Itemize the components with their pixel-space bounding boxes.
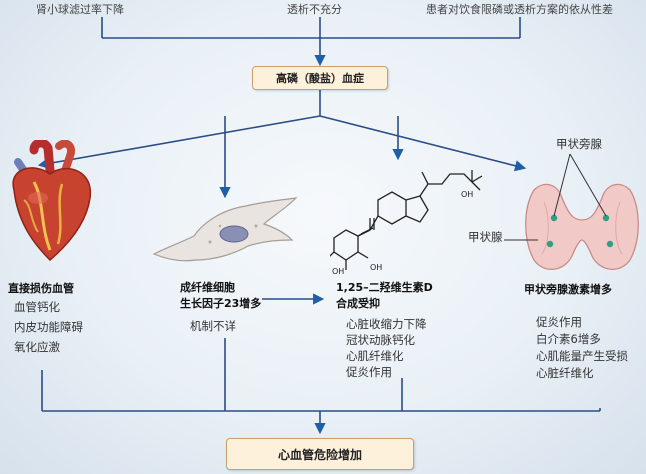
- parathyroid-gland-lr: [606, 240, 614, 248]
- fibroblast-note: 机制不详: [190, 319, 236, 333]
- cause-poor-adherence: 患者对饮食限磷或透析方案的依从性差: [426, 3, 613, 16]
- heart-illustration: [12, 140, 91, 262]
- oh-label-left: OH: [332, 267, 344, 276]
- cause-inadequate-dialysis: 透析不充分: [287, 3, 342, 16]
- parathyroid-gland-ul: [550, 214, 558, 222]
- cardiovascular-risk-box: 心血管危险增加: [226, 438, 414, 470]
- vitd-effect-1: 心脏收缩力下降: [346, 317, 427, 331]
- fibroblast-title-line1: 成纤维细胞: [180, 281, 235, 294]
- parathyroid-title: 甲状旁腺激素增多: [524, 283, 612, 296]
- vitd-effect-3: 心肌纤维化: [346, 349, 404, 363]
- thyroid-pointer-line: [504, 239, 538, 241]
- arrow-to-heart: [37, 115, 321, 169]
- vitamin-d-structure: OH OH OH: [330, 170, 483, 276]
- heart-effect-1: 血管钙化: [14, 300, 60, 314]
- parathyroid-effect-1: 促炎作用: [536, 315, 582, 329]
- fibroblast-illustration: [152, 197, 298, 262]
- parathyroid-label: 甲状旁腺: [556, 137, 602, 151]
- parathyroid-pointer-lines: [553, 153, 607, 217]
- vitd-effect-4: 促炎作用: [346, 365, 392, 379]
- parathyroid-gland-ur: [602, 214, 610, 222]
- heart-effect-2: 内皮功能障碍: [14, 320, 83, 334]
- hyperphosphatemia-label: 高磷（酸盐）血症: [276, 72, 364, 85]
- vitd-effect-2: 冠状动脉钙化: [346, 333, 415, 347]
- oh-label-top: OH: [461, 190, 473, 199]
- parathyroid-effect-2: 白介素6增多: [536, 332, 601, 346]
- vitd-title-line1: 1,25–二羟维生素D: [336, 281, 433, 294]
- parathyroid-effect-4: 心脏纤维化: [536, 366, 594, 380]
- cardiovascular-risk-label: 心血管危险增加: [277, 447, 362, 462]
- parathyroid-gland-ll: [546, 240, 554, 248]
- oh-label-right: OH: [370, 263, 382, 272]
- thyroid-illustration: [525, 183, 639, 270]
- hyperphosphatemia-box: 高磷（酸盐）血症: [252, 66, 388, 90]
- heart-effect-3: 氧化应激: [14, 340, 60, 354]
- vitd-title-line2: 合成受抑: [336, 297, 380, 310]
- heart-title: 直接损伤血管: [8, 282, 74, 295]
- arrow-to-parathyroid: [319, 115, 527, 172]
- fibroblast-title-line2: 生长因子23增多: [180, 297, 262, 310]
- thyroid-label: 甲状腺: [468, 230, 503, 244]
- cause-gfr-decline: 肾小球滤过率下降: [36, 3, 124, 16]
- parathyroid-effect-3: 心肌能量产生受损: [536, 349, 628, 363]
